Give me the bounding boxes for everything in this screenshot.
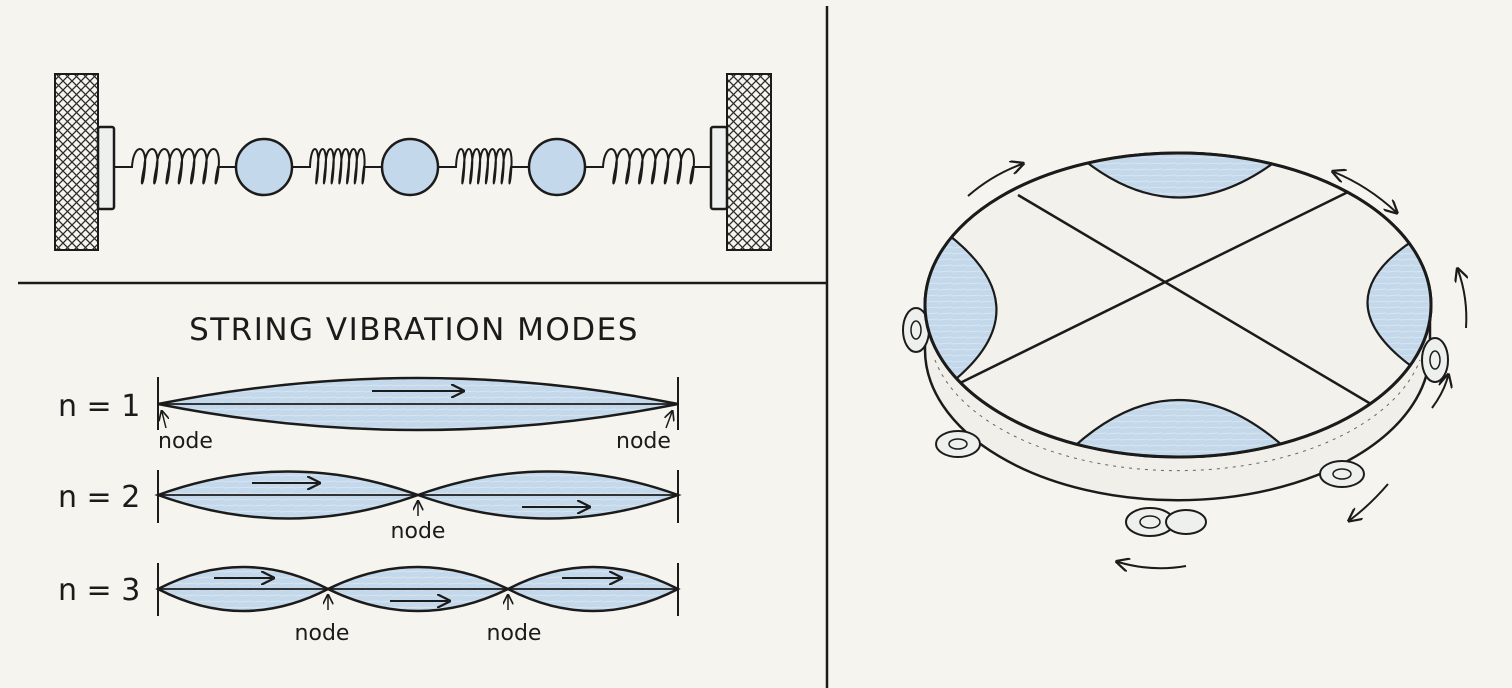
- motion-arrow-2: [1334, 172, 1396, 212]
- tambourine: [902, 151, 1466, 568]
- mode-label-n3: n = 3: [58, 573, 140, 608]
- mode-n1-node-label-left: node: [158, 429, 213, 454]
- motion-arrow-3: [1458, 270, 1466, 329]
- mode-n2-node-label: node: [391, 519, 446, 544]
- spring-3: [438, 148, 529, 185]
- mass-2: [380, 137, 440, 197]
- nodal-line-2: [957, 190, 1349, 386]
- motion-arrow-6: [1431, 376, 1448, 409]
- motion-arrow-4: [1350, 483, 1389, 520]
- jingle-4: [1319, 460, 1365, 488]
- mass-1: [234, 137, 294, 197]
- jingle-5: [1421, 337, 1449, 383]
- mode-n3-string: [155, 563, 681, 616]
- mass-3: [527, 137, 587, 197]
- mode-label-n2: n = 2: [58, 480, 140, 515]
- spring-2: [292, 148, 382, 185]
- motion-arrow-5: [1118, 562, 1187, 568]
- motion-arrow-1: [967, 164, 1022, 197]
- antinode-bottom: [1057, 398, 1301, 457]
- mode-n2-string: [154, 470, 682, 523]
- mode-n1-node-label-right: node: [616, 429, 671, 454]
- right-wall-plate: [709, 125, 729, 211]
- left-wall: [54, 73, 99, 251]
- spring-4: [585, 148, 711, 185]
- spring-mass-system: [54, 73, 772, 251]
- mode-n1-string: [157, 376, 679, 432]
- spring-1: [114, 148, 236, 185]
- left-wall-plate: [96, 125, 116, 211]
- jingle-2: [935, 430, 981, 458]
- mode-label-n1: n = 1: [58, 389, 140, 424]
- nodal-line-1: [1017, 193, 1399, 422]
- jingle-6: [1165, 509, 1207, 535]
- mode-n3-node-label-2: node: [487, 621, 542, 646]
- right-wall: [726, 73, 772, 251]
- mode-n3-node-label-1: node: [295, 621, 350, 646]
- string-modes-title: STRING VIBRATION MODES: [189, 312, 639, 348]
